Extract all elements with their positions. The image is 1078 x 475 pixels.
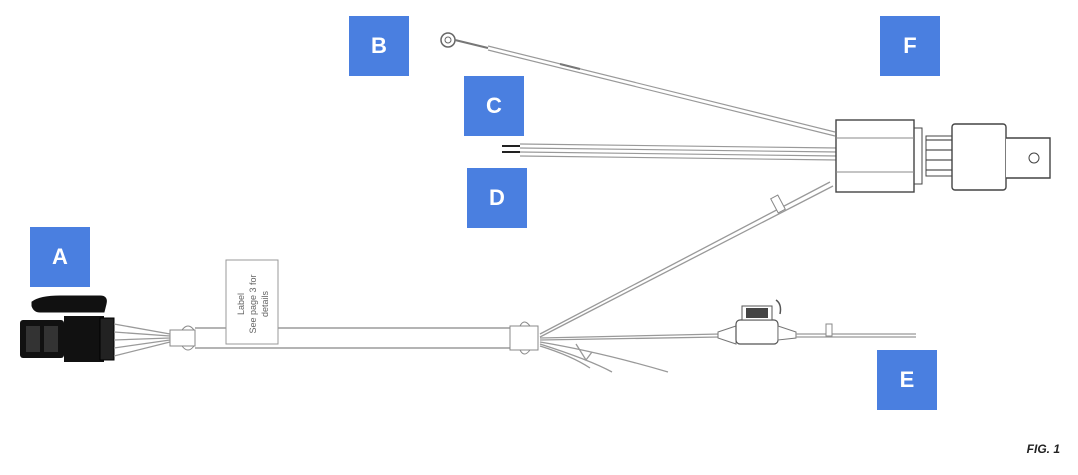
label-tag-line2: See page 3 for	[248, 274, 258, 333]
relay-f	[925, 123, 1051, 191]
callout-d: D	[467, 168, 527, 228]
callout-e: E	[877, 350, 937, 410]
label-tag-line1: Label	[236, 293, 246, 315]
connector-a-wires	[113, 323, 171, 357]
connector-a-plug	[20, 295, 115, 362]
wire-tag	[770, 194, 786, 214]
relay-socket-f	[835, 119, 923, 193]
figure-caption: FIG. 1	[1026, 442, 1060, 456]
callout-c: C	[464, 76, 524, 136]
callout-a: A	[30, 227, 90, 287]
callout-f: F	[880, 16, 940, 76]
callout-b: B	[349, 16, 409, 76]
breakout-wires	[539, 181, 834, 373]
inline-fuse-holder	[717, 299, 797, 345]
main-trunk-cable	[169, 321, 539, 355]
label-tag: Label See page 3 for details	[225, 259, 279, 345]
ring-terminal-b	[440, 32, 836, 137]
wires-c-d	[502, 143, 839, 161]
label-tag-line3: details	[260, 290, 270, 317]
wire-e	[796, 323, 916, 338]
